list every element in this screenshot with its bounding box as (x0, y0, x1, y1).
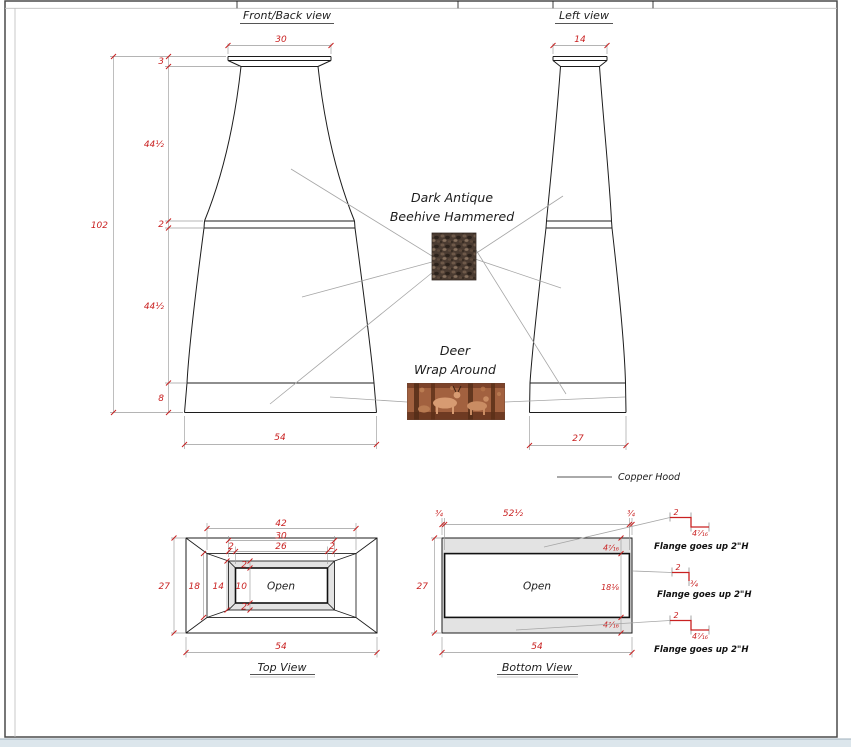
finish-label-line1: Dark Antique (411, 190, 493, 205)
bottom-view-flange-band (442, 538, 632, 633)
flange-callout-bottom: 2 4⁷⁄₁₆ Flange goes up 2"H (654, 611, 749, 655)
top-view-flange-band (228, 561, 335, 610)
motif-leader-lines (329, 396, 626, 403)
dim-top-18: 18 (189, 582, 201, 592)
dim-top-width: 30 (275, 35, 287, 45)
top-view-opening (234, 567, 329, 604)
bottom-view-dimensions: ¾ 52½ ¾ 27 4⁷⁄₁₆ 18⅛ 4⁷⁄₁₆ 54 (417, 509, 635, 658)
top-view-open-label: Open (267, 581, 295, 593)
beehive-texture-swatch (431, 232, 477, 281)
dim-lower-height: 44½ (144, 302, 164, 312)
front-hood-outline (184, 56, 377, 413)
callout-top-depth: 2 (673, 508, 678, 517)
callout-bottom-depth: 2 (673, 611, 678, 620)
dim-base-width: 54 (274, 433, 286, 443)
bottom-view-open-label: Open (523, 581, 551, 593)
front-dimensions: 30 102 3 44½ 2 44½ 8 54 (91, 35, 380, 449)
top-view-title: Top View (258, 661, 307, 674)
dim-top-54: 54 (275, 642, 287, 652)
legend: Copper Hood (557, 472, 681, 483)
left-band (545, 220, 613, 229)
finish-annotation: Dark Antique Beehive Hammered (269, 168, 567, 405)
bottom-view: ¾ 52½ ¾ 27 4⁷⁄₁₆ 18⅛ 4⁷⁄₁₆ 54 Open Botto… (417, 509, 635, 678)
flange-callouts: 2 4⁷⁄₁₆ Flange goes up 2"H 2 ¾ Flange go… (515, 508, 752, 655)
left-base-band (529, 382, 627, 413)
top-view-corner-diagonals (185, 537, 378, 634)
left-view-title: Left view (559, 9, 609, 22)
window-bottom-strip (0, 738, 851, 747)
finish-leader-lines (269, 168, 567, 405)
dim-overall-height: 102 (91, 221, 108, 231)
dim-left-top-width: 14 (574, 35, 586, 45)
dim-bottom-27: 27 (417, 582, 429, 592)
left-view: Left view 14 27 (526, 9, 629, 450)
dim-top-14: 14 (213, 582, 225, 592)
motif-label-line2: Wrap Around (414, 362, 496, 377)
dim-top-v2-top: 2 (241, 561, 247, 571)
legend-label: Copper Hood (618, 472, 681, 483)
dim-band-height: 2 (158, 220, 164, 230)
dim-bottom-flange-bottom: 4⁷⁄₁₆ (603, 621, 620, 630)
dim-bottom-margin-right: ¾ (627, 509, 635, 518)
front-back-view-title: Front/Back view (243, 9, 331, 22)
callout-middle-width: ¾ (690, 580, 698, 589)
dim-base-height: 8 (158, 394, 164, 404)
dim-top-v2-bottom: 2 (241, 603, 247, 613)
left-hood-outline (529, 56, 627, 413)
dim-left-base-width: 27 (572, 434, 584, 444)
dim-top-10: 10 (236, 582, 248, 592)
dim-top-42: 42 (275, 519, 287, 529)
callout-top-width: 4⁷⁄₁₆ (692, 529, 709, 538)
front-back-view: Front/Back view 30 102 3 44½ 2 (91, 9, 380, 449)
top-view-outer-rect (185, 537, 378, 634)
deer-texture-swatch (407, 383, 505, 420)
callout-middle-depth: 2 (675, 563, 680, 572)
dim-upper-height: 44½ (144, 140, 164, 150)
dim-bottom-flange-top: 4⁷⁄₁₆ (603, 544, 620, 553)
front-base-band (184, 382, 377, 413)
dim-bottom-opening-width: 52½ (503, 509, 523, 519)
bottom-view-opening (443, 552, 631, 619)
flange-callout-top: 2 4⁷⁄₁₆ Flange goes up 2"H (654, 508, 749, 552)
dim-bottom-opening-height: 18⅛ (601, 583, 619, 592)
left-dimensions: 14 27 (526, 35, 629, 450)
bottom-view-title: Bottom View (502, 661, 572, 674)
dim-top-2-left: 2 (228, 542, 234, 552)
callout-bottom-width: 4⁷⁄₁₆ (692, 632, 709, 641)
dim-bottom-54: 54 (531, 642, 543, 652)
motif-annotation: Deer Wrap Around (329, 343, 626, 420)
title-block-ticks (236, 1, 654, 9)
top-view: 42 30 2 26 2 27 18 14 2 10 2 54 (159, 519, 380, 678)
callout-middle-note: Flange goes up 2"H (657, 590, 752, 600)
bottom-view-outer-rect (441, 537, 633, 634)
dim-top-27: 27 (159, 582, 171, 592)
top-view-dimensions: 42 30 2 26 2 27 18 14 2 10 2 54 (159, 519, 380, 658)
front-band (203, 220, 356, 229)
callout-bottom-note: Flange goes up 2"H (654, 645, 749, 655)
motif-label-line1: Deer (440, 343, 471, 358)
flange-callout-middle: 2 ¾ Flange goes up 2"H (657, 563, 752, 600)
finish-label-line2: Beehive Hammered (390, 209, 514, 224)
dim-bottom-margin-left: ¾ (435, 509, 443, 518)
dim-top-30: 30 (275, 532, 287, 542)
dim-top-2-right: 2 (329, 542, 335, 552)
dim-top-26: 26 (275, 542, 287, 552)
callout-top-note: Flange goes up 2"H (654, 542, 749, 552)
dim-cap-height: 3 (158, 57, 164, 67)
